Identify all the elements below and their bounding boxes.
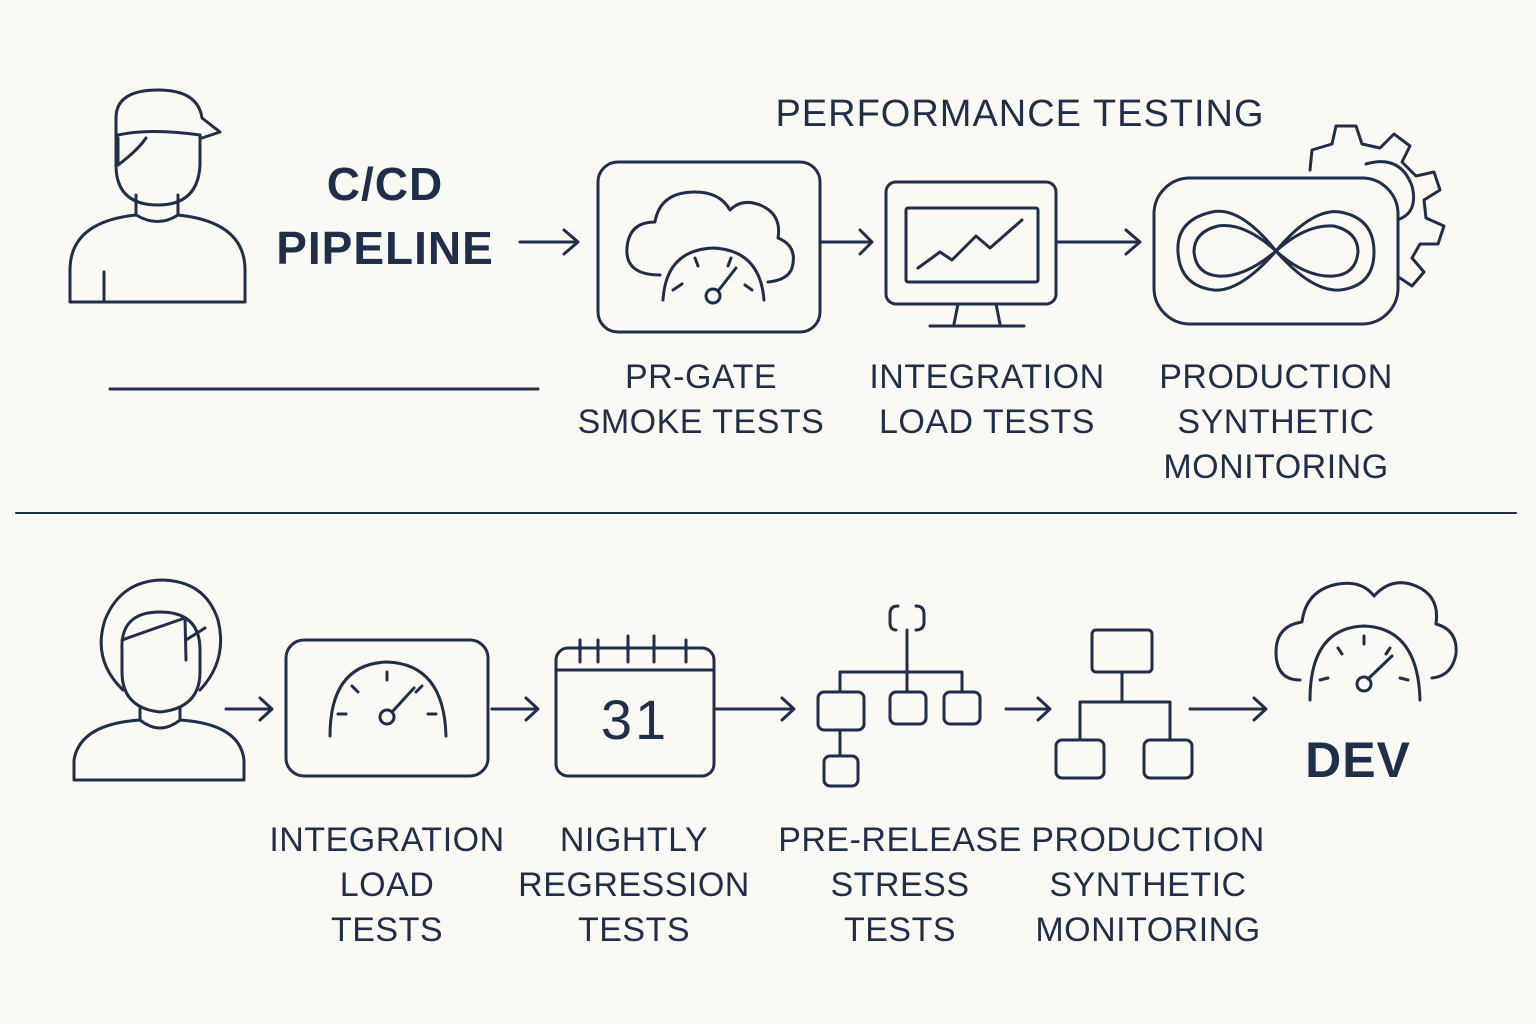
gauge-panel-icon — [284, 638, 490, 778]
stage-label-pre-release: PRE-RELEASE STRESS TESTS — [778, 818, 1022, 953]
calendar-day: 31 — [600, 688, 670, 751]
stage-label-line: TESTS — [577, 911, 691, 949]
stage-label-line: SYNTHETIC — [1177, 403, 1375, 441]
stage-label-line: NIGHTLY — [559, 821, 709, 859]
stage-label-line: PR-GATE — [624, 358, 778, 396]
stage-label-line: TESTS — [843, 911, 957, 949]
stage-label-integration-bottom: INTEGRATION LOAD TESTS — [269, 818, 504, 953]
flow-arrow — [490, 696, 540, 722]
infinity-gear-icon — [1152, 124, 1446, 326]
monitor-chart-icon — [884, 180, 1058, 328]
flow-arrow — [224, 696, 274, 722]
flow-arrow — [714, 696, 796, 722]
stage-label-line: SMOKE TESTS — [577, 403, 825, 441]
stage-label-line: SYNTHETIC — [1049, 866, 1247, 904]
stage-label-line: PRODUCTION — [1031, 821, 1265, 859]
stage-label-line: INTEGRATION — [269, 821, 505, 859]
stage-label-line: INTEGRATION — [869, 358, 1105, 396]
stage-label-production-bottom: PRODUCTION SYNTHETIC MONITORING — [1031, 818, 1265, 953]
cloud-gauge-icon — [596, 160, 822, 334]
stage-label-production-top: PRODUCTION SYNTHETIC MONITORING — [1159, 355, 1393, 490]
dev-cloud-gauge-icon — [1274, 581, 1458, 702]
flow-arrow — [518, 228, 580, 256]
page-title: PERFORMANCE TESTING — [775, 93, 1265, 135]
hierarchy-icon — [1054, 628, 1194, 780]
stage-label-line: MONITORING — [1035, 911, 1261, 949]
calendar-icon — [554, 634, 716, 778]
flow-arrow — [1056, 228, 1142, 256]
developer-person-icon — [72, 578, 246, 782]
flow-arrow — [1188, 696, 1268, 722]
stage-label-line: STRESS — [830, 866, 970, 904]
pipeline-label-line: PIPELINE — [276, 222, 494, 274]
stage-label-line: PRODUCTION — [1159, 358, 1393, 396]
pipeline-label: C/CD PIPELINE — [276, 152, 494, 280]
stage-label-line: MONITORING — [1163, 448, 1389, 486]
stage-label-line: REGRESSION — [518, 866, 750, 904]
stage-label-pr-gate: PR-GATE SMOKE TESTS — [578, 355, 825, 445]
stage-label-nightly: NIGHTLY REGRESSION TESTS — [518, 818, 750, 953]
stage-label-line: LOAD TESTS — [878, 403, 1095, 441]
stage-label-line: TESTS — [330, 911, 444, 949]
flow-arrow — [820, 228, 874, 256]
stage-label-line: PRE-RELEASE — [778, 821, 1022, 859]
stage-label-integration-top: INTEGRATION LOAD TESTS — [869, 355, 1104, 445]
flow-arrow — [1004, 696, 1052, 722]
tree-diagram-icon — [816, 604, 982, 788]
pipeline-label-line: C/CD — [326, 158, 444, 210]
dev-label: DEV — [1305, 732, 1411, 788]
worker-person-icon — [68, 88, 247, 304]
stage-label-line: LOAD — [339, 866, 435, 904]
